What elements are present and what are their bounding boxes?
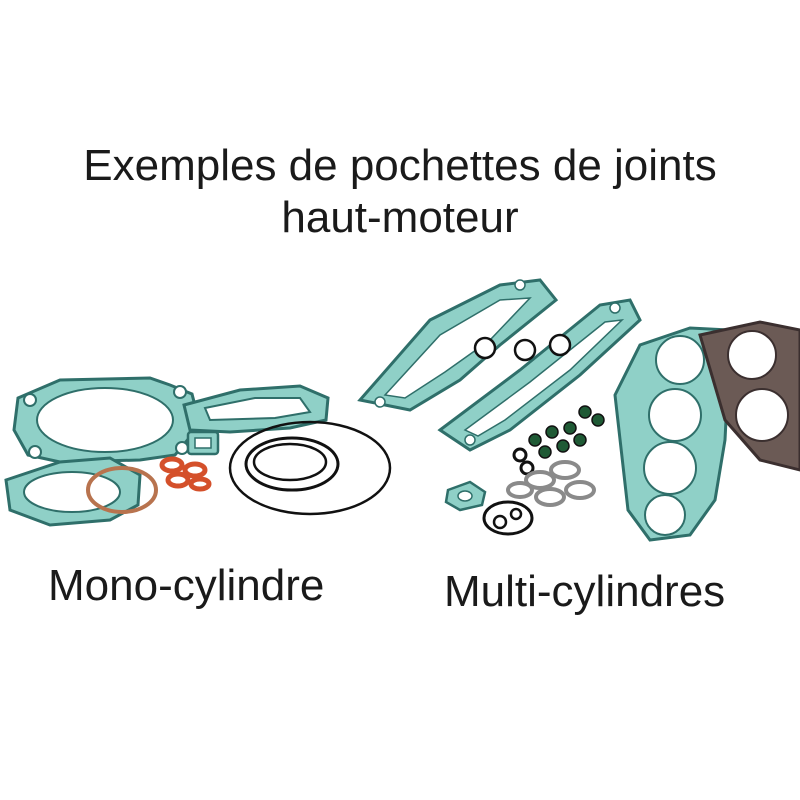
bolt-hole <box>514 279 526 291</box>
bolt-hole <box>374 396 386 408</box>
small-o-ring <box>252 442 328 482</box>
black-o-ring <box>482 500 534 536</box>
orange-o-ring <box>188 476 212 492</box>
cylinder-bore <box>727 330 777 380</box>
small-inner-ring <box>509 507 523 521</box>
bolt-hole <box>28 445 42 459</box>
mono-cylinder-kit <box>4 376 392 527</box>
cylinder-bore <box>648 388 702 442</box>
small-black-ring <box>512 447 528 463</box>
spark-plug-seal <box>473 336 497 360</box>
cylinder-bore <box>643 441 697 495</box>
side-gasket-cutout <box>203 397 312 422</box>
cylinder-bore <box>735 388 789 442</box>
cylinder-bore-hole <box>36 387 174 453</box>
bolt-hole <box>464 434 476 446</box>
metal-ring <box>506 481 534 499</box>
spark-plug-seal <box>513 338 537 362</box>
orange-o-ring <box>159 456 185 474</box>
bolt-hole <box>175 441 189 455</box>
cam-cover-gasket-cutout <box>463 318 625 437</box>
metal-ring <box>524 470 556 490</box>
valve-stem-seals <box>528 405 605 459</box>
cylinder-bore <box>655 335 705 385</box>
caption-multi-cylinder: Multi-cylindres <box>444 567 726 616</box>
bolt-hole <box>609 302 621 314</box>
orange-o-ring <box>165 471 191 489</box>
small-square-gasket-hole <box>194 437 212 449</box>
metal-ring <box>534 487 566 507</box>
page-title: Exemples de pochettes de joints haut-mot… <box>0 140 800 244</box>
spark-plug-seal <box>548 333 572 357</box>
large-o-ring <box>228 420 392 516</box>
title-line-1: Exemples de pochettes de joints <box>83 141 717 190</box>
head-gasket-hole <box>23 471 121 513</box>
small-oval-gasket-hole <box>457 490 473 502</box>
bolt-hole <box>23 393 37 407</box>
title-line-2: haut-moteur <box>281 193 519 242</box>
cylinder-bore <box>644 494 686 536</box>
copper-exhaust-ring <box>86 466 158 514</box>
small-black-ring <box>519 460 535 476</box>
orange-o-ring <box>182 461 208 479</box>
metal-ring <box>549 460 581 480</box>
small-inner-ring <box>492 514 508 530</box>
metal-ring <box>564 480 596 500</box>
bolt-hole <box>173 385 187 399</box>
cam-cover-gasket-cutout <box>383 297 532 399</box>
medium-o-ring <box>244 436 340 492</box>
caption-mono-cylinder: Mono-cylindre <box>48 561 325 610</box>
multi-cylinder-kit <box>357 278 800 542</box>
